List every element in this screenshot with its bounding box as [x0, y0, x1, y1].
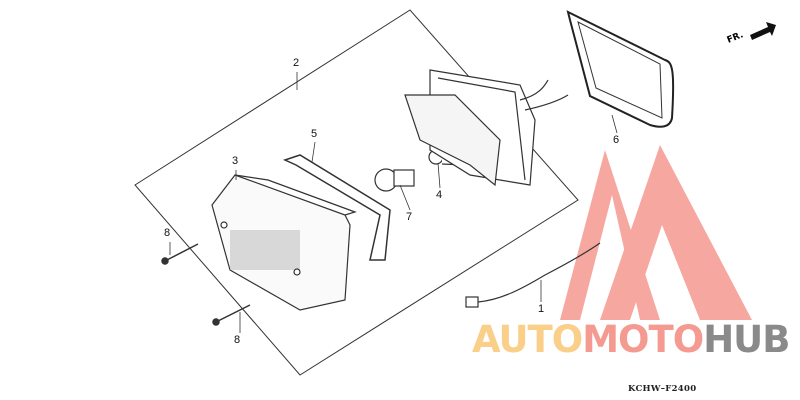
- harness-part-1: [465, 242, 601, 308]
- callout-6: 6: [613, 134, 620, 146]
- watermark-text: AUTOMOTOHUB: [472, 318, 790, 361]
- screw-part-8: [161, 243, 251, 326]
- watermark-auto: AUTO: [472, 318, 583, 361]
- frame-part-6: [566, 10, 675, 128]
- front-direction-arrow: [750, 22, 776, 40]
- diagram-code: KCHW–F2400: [628, 384, 697, 394]
- callout-8: 8: [164, 227, 171, 239]
- leader-lines: [169, 72, 618, 333]
- callout-8: 8: [234, 334, 241, 346]
- watermark-hub: HUB: [703, 318, 790, 361]
- callout-3: 3: [232, 155, 239, 167]
- callout-4: 4: [436, 189, 443, 201]
- watermark-logo: [560, 145, 752, 320]
- housing: [404, 69, 569, 187]
- watermark-moto: MOTO: [582, 318, 704, 361]
- bulb-part-7: [374, 168, 415, 192]
- callout-7: 7: [406, 211, 413, 223]
- lens-part-3: [211, 174, 357, 311]
- callout-1: 1: [538, 303, 545, 315]
- callout-5: 5: [311, 128, 318, 140]
- gasket-part-5: [282, 154, 391, 261]
- assembly-outline: [134, 9, 579, 376]
- callout-2: 2: [293, 57, 300, 69]
